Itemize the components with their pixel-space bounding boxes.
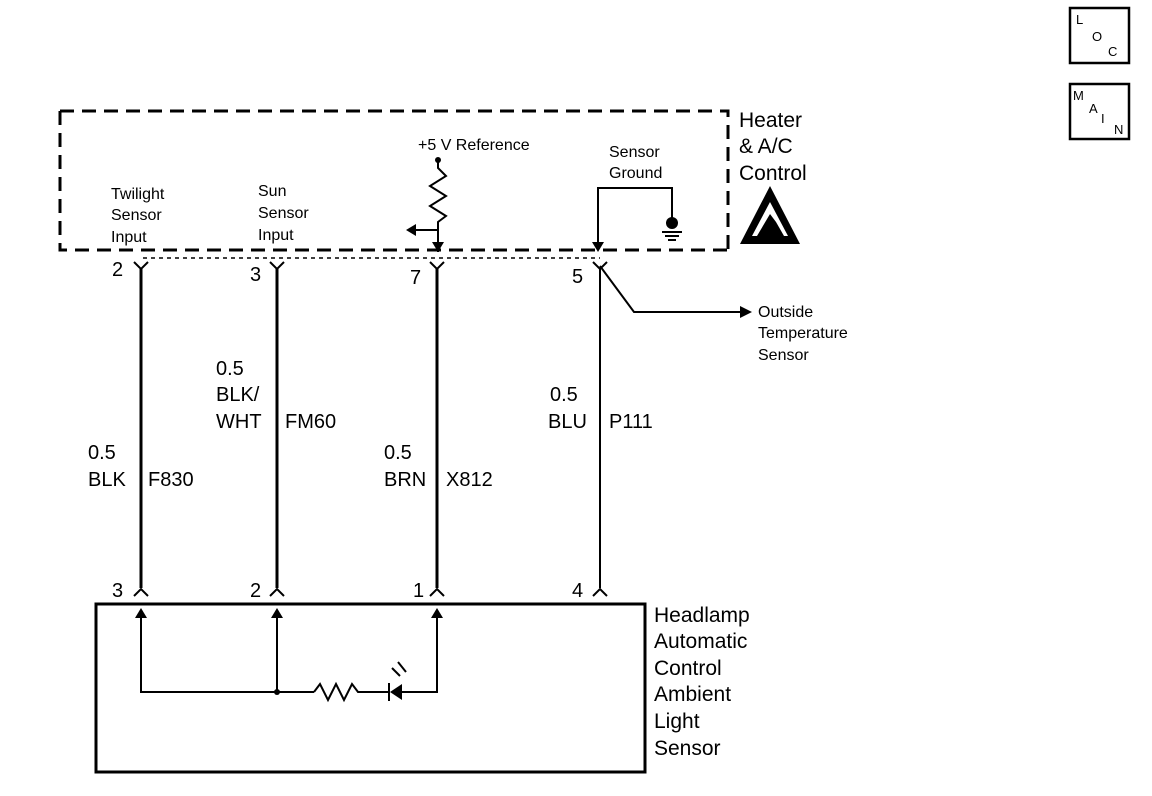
svg-text:0.5: 0.5	[384, 442, 412, 464]
photodiode-icon	[388, 661, 407, 701]
top-pin-5: 5	[572, 266, 583, 288]
svg-text:Headlamp: Headlamp	[654, 604, 750, 627]
sun-sensor-input-label: Sun Sensor Input	[258, 183, 309, 244]
svg-text:& A/C: & A/C	[739, 135, 793, 158]
svg-text:Input: Input	[111, 229, 147, 246]
bottom-pin-2: 2	[250, 580, 261, 602]
svg-text:Sensor: Sensor	[758, 347, 809, 364]
svg-text:FM60: FM60	[285, 411, 336, 433]
svg-text:BLU: BLU	[548, 411, 587, 433]
svg-text:O: O	[1092, 29, 1102, 44]
svg-text:Light: Light	[654, 710, 700, 733]
svg-text:P111: P111	[609, 411, 653, 433]
svg-text:Temperature: Temperature	[758, 325, 848, 342]
svg-text:A: A	[1089, 101, 1098, 116]
wire-sensor-ground: 5 4 0.5 BLU P111 Outside Temperature Sen…	[548, 261, 848, 602]
svg-text:Input: Input	[258, 227, 294, 244]
svg-text:I: I	[1101, 111, 1105, 126]
svg-text:BLK/: BLK/	[216, 384, 260, 406]
svg-text:BRN: BRN	[384, 469, 426, 491]
wire-sun: 3 2 0.5 BLK/ WHT FM60	[216, 261, 336, 602]
svg-text:L: L	[1076, 12, 1083, 27]
top-pin-2: 2	[112, 259, 123, 281]
svg-text:0.5: 0.5	[216, 358, 244, 380]
svg-text:Twilight: Twilight	[111, 186, 165, 203]
top-pin-7: 7	[410, 267, 421, 289]
top-pin-3: 3	[250, 264, 261, 286]
sensor-title: Headlamp Automatic Control Ambient Light…	[654, 604, 750, 760]
bottom-pin-1: 1	[413, 580, 424, 602]
svg-text:Sensor: Sensor	[654, 737, 721, 760]
svg-text:C: C	[1108, 44, 1117, 59]
svg-text:0.5: 0.5	[550, 384, 578, 406]
wire-twilight: 2 3 0.5 BLK F830	[88, 259, 194, 602]
module-title: Heater & A/C Control	[739, 109, 807, 185]
svg-text:BLK: BLK	[88, 469, 126, 491]
sensor-ground: Sensor Ground	[592, 144, 682, 252]
reference-5v-circuit: +5 V Reference	[406, 137, 530, 252]
svg-text:Control: Control	[654, 657, 722, 680]
svg-text:Automatic: Automatic	[654, 630, 747, 653]
svg-text:0.5: 0.5	[88, 442, 116, 464]
svg-text:Sun: Sun	[258, 183, 286, 200]
bottom-pin-4: 4	[572, 580, 583, 602]
svg-text:Heater: Heater	[739, 109, 802, 132]
wire-reference: 7 1 0.5 BRN X812	[384, 261, 493, 602]
svg-text:N: N	[1114, 122, 1123, 137]
outside-temperature-sensor-label: Outside Temperature Sensor	[758, 304, 848, 364]
svg-text:Sensor: Sensor	[111, 207, 162, 224]
svg-text:X812: X812	[446, 469, 493, 491]
esd-warning-icon	[740, 186, 800, 244]
svg-text:Sensor: Sensor	[609, 144, 660, 161]
svg-text:WHT: WHT	[216, 411, 262, 433]
twilight-sensor-input-label: Twilight Sensor Input	[111, 186, 165, 246]
loc-button[interactable]: L O C	[1068, 6, 1131, 65]
svg-text:Outside: Outside	[758, 304, 813, 321]
bottom-pin-3: 3	[112, 580, 123, 602]
svg-text:Control: Control	[739, 162, 807, 185]
svg-text:Ambient: Ambient	[654, 683, 731, 706]
reference-label: +5 V Reference	[418, 137, 530, 154]
hvac-control-module: Heater & A/C Control Twilight Sensor Inp…	[58, 109, 807, 252]
svg-text:Ground: Ground	[609, 165, 662, 182]
svg-text:Sensor: Sensor	[258, 205, 309, 222]
svg-text:F830: F830	[148, 469, 194, 491]
main-button[interactable]: M A I N	[1068, 82, 1131, 141]
svg-text:M: M	[1073, 88, 1084, 103]
ambient-light-sensor: Headlamp Automatic Control Ambient Light…	[94, 602, 750, 774]
